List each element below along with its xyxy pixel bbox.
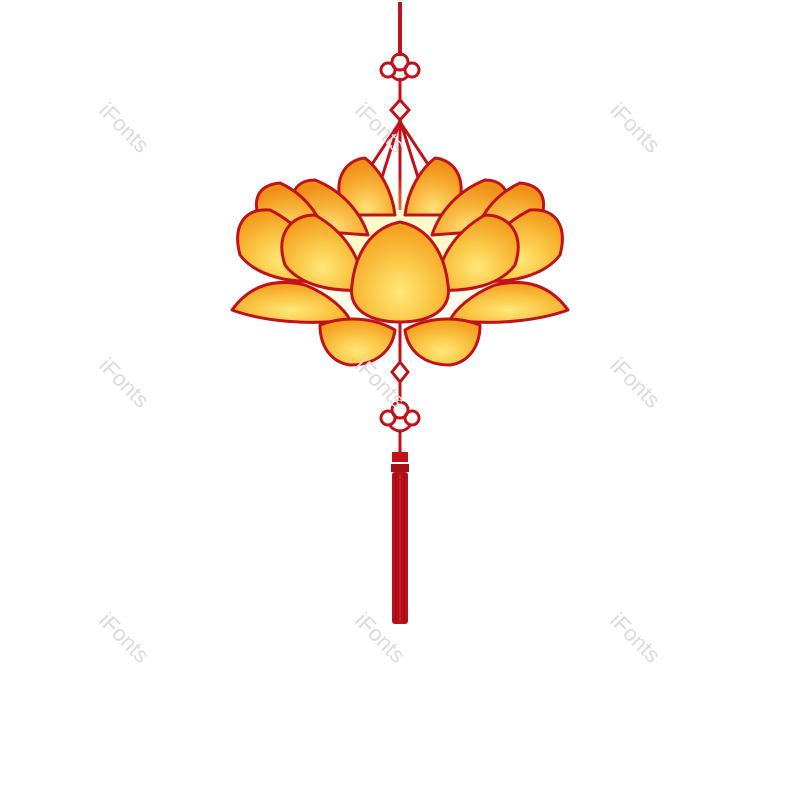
- tassel-icon: [391, 452, 409, 624]
- petal: [280, 213, 366, 292]
- petal: [318, 317, 397, 367]
- petal: [230, 281, 352, 324]
- lotus-petals: [230, 156, 570, 367]
- petal: [448, 281, 570, 324]
- petal: [403, 317, 482, 367]
- top-knot-icon: [379, 52, 421, 100]
- petal: [337, 156, 397, 217]
- lower-cord: [390, 322, 410, 400]
- petal: [434, 213, 520, 292]
- petal: [403, 156, 463, 217]
- top-diamond-knot-icon: [388, 97, 412, 123]
- bottom-knot-icon: [379, 400, 421, 452]
